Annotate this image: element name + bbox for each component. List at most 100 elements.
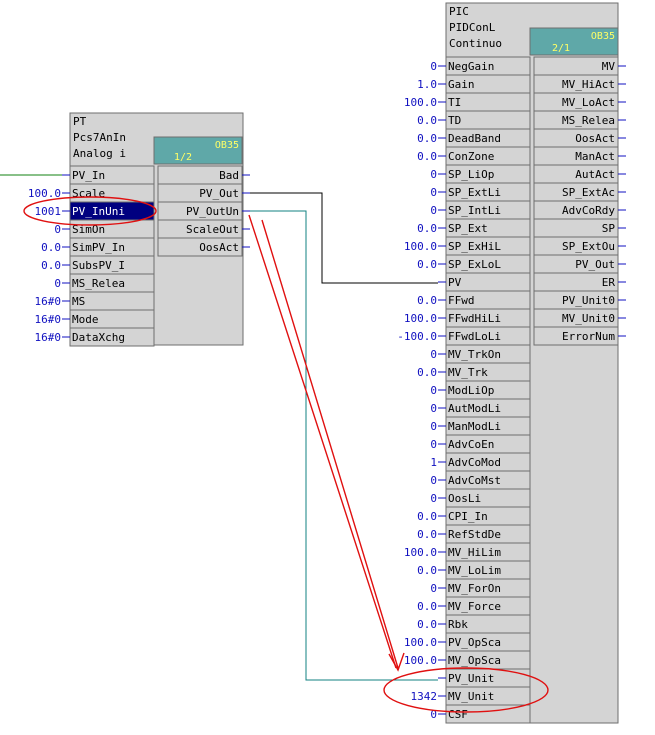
pic-input-name: SP_LiOp <box>448 168 494 181</box>
pic-output-mv-loact[interactable]: MV_LoAct <box>533 92 626 112</box>
pic-input-name: MV_Unit <box>448 690 494 703</box>
pic-function-block[interactable]: PICPIDConLContinuoOB352/1NegGain0Gain1.0… <box>397 2 626 724</box>
pt-input-simpv-in[interactable]: SimPV_In0.0 <box>41 237 155 257</box>
pic-output-mv-hiact[interactable]: MV_HiAct <box>533 74 626 94</box>
pic-input-name: CPI_In <box>448 510 488 523</box>
pic-input-pv[interactable]: PV <box>438 272 531 292</box>
pic-input-ffwdloli[interactable]: FFwdLoLi-100.0 <box>397 326 531 346</box>
pic-input-cpi-in[interactable]: CPI_In0.0 <box>417 506 531 526</box>
pic-input-name: MV_Trk <box>448 366 488 379</box>
pt-output-scaleout[interactable]: ScaleOut <box>157 219 250 239</box>
pt-output-oosact[interactable]: OosAct <box>157 237 250 257</box>
pic-input-value: 0.0 <box>417 114 437 127</box>
pic-input-td[interactable]: TD0.0 <box>417 110 531 130</box>
pic-output-manact[interactable]: ManAct <box>533 146 626 166</box>
pic-output-er[interactable]: ER <box>533 272 626 292</box>
pt-ob-badge <box>153 136 243 165</box>
pic-output-pv-out[interactable]: PV_Out <box>533 254 626 274</box>
pic-input-value: 0.0 <box>417 528 437 541</box>
pic-output-mv-unit0[interactable]: MV_Unit0 <box>533 308 626 328</box>
pic-input-value: -100.0 <box>397 330 437 343</box>
pt-input-name: SimOn <box>72 223 105 236</box>
pt-input-subspv-i[interactable]: SubsPV_I0.0 <box>41 255 155 275</box>
pic-output-oosact[interactable]: OosAct <box>533 128 626 148</box>
pic-input-value: 100.0 <box>404 96 437 109</box>
pic-input-name: OosLi <box>448 492 481 505</box>
pt-output-pv-out[interactable]: PV_Out <box>157 183 250 203</box>
pic-input-value: 100.0 <box>404 654 437 667</box>
pt-input-pv-in[interactable]: PV_In <box>62 165 155 185</box>
pt-output-name: Bad <box>219 169 239 182</box>
pic-output-autact[interactable]: AutAct <box>533 164 626 184</box>
pic-input-name: AdvCoMst <box>448 474 501 487</box>
pt-header-line: Pcs7AnIn <box>73 131 126 144</box>
pic-input-refstdde[interactable]: RefStdDe 0.0 <box>417 524 531 544</box>
pic-output-sp-extac[interactable]: SP_ExtAc <box>533 182 626 202</box>
pic-input-name: DeadBand <box>448 132 501 145</box>
pt-output-name: PV_Out <box>199 187 239 200</box>
pic-input-pv-unit[interactable]: PV_Unit <box>438 668 531 688</box>
pt-output-bad[interactable]: Bad <box>157 165 250 185</box>
pt-input-value: 16#0 <box>35 313 62 326</box>
pt-input-name: PV_InUni <box>72 205 125 218</box>
pic-output-mv[interactable]: MV <box>533 56 626 76</box>
pic-ob-sequence: 2/1 <box>552 43 570 54</box>
pt-output-pv-outun[interactable]: PV_OutUn <box>157 201 250 221</box>
pt-output-name: ScaleOut <box>186 223 239 236</box>
pic-input-name: RefStdDe <box>448 528 501 541</box>
pic-output-pv-unit0[interactable]: PV_Unit0 <box>533 290 626 310</box>
pic-output-errornum[interactable]: ErrorNum <box>533 326 626 346</box>
annotation-circle-units <box>383 667 549 713</box>
pic-output-advcordy[interactable]: AdvCoRdy <box>533 200 626 220</box>
pic-ob-badge <box>529 27 619 56</box>
pic-header-line: PIC <box>449 5 469 18</box>
pic-output-sp-extou[interactable]: SP_ExtOu <box>533 236 626 256</box>
pic-output-sp[interactable]: SP <box>533 218 626 238</box>
pt-input-value: 16#0 <box>35 331 62 344</box>
pic-input-name: MV_HiLim <box>448 546 501 559</box>
pic-input-name: Rbk <box>448 618 468 631</box>
pic-output-ms-relea[interactable]: MS_Relea <box>533 110 626 130</box>
pic-input-name: MV_TrkOn <box>448 348 501 361</box>
pic-input-name: ManModLi <box>448 420 501 433</box>
